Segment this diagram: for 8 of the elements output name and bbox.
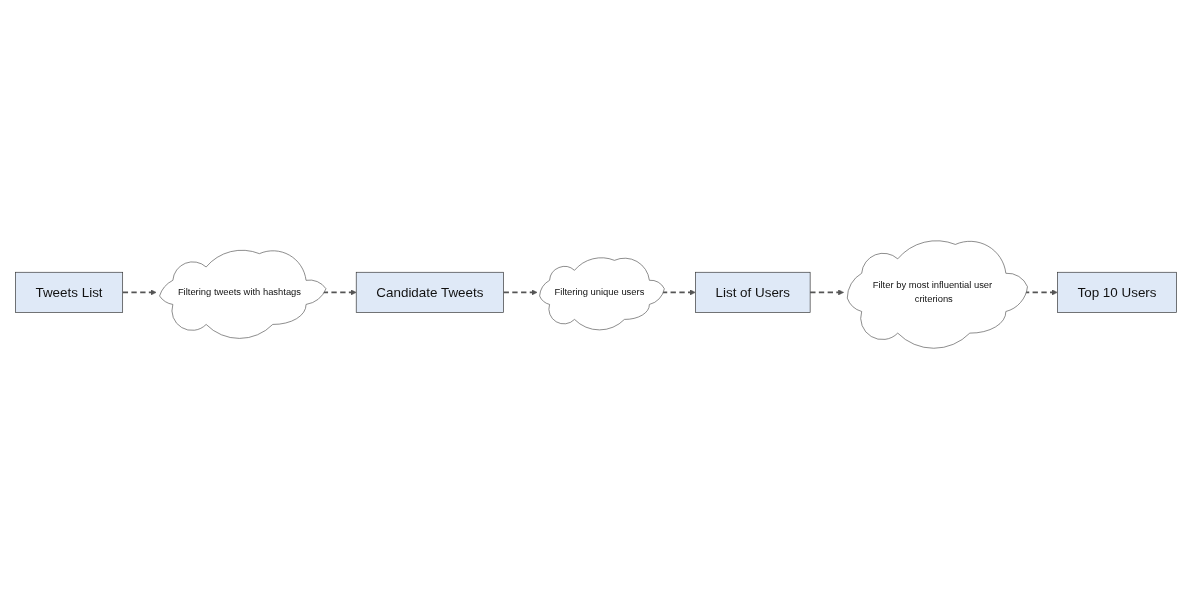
node-box: Tweets List <box>15 271 123 313</box>
node-box: Candidate Tweets <box>355 271 504 313</box>
arrow <box>502 289 538 296</box>
node-box: Top 10 Users <box>1057 271 1177 313</box>
arrow <box>121 289 157 296</box>
arrow <box>661 289 696 296</box>
node-box: List of Users <box>695 271 811 313</box>
arrow <box>809 289 844 296</box>
